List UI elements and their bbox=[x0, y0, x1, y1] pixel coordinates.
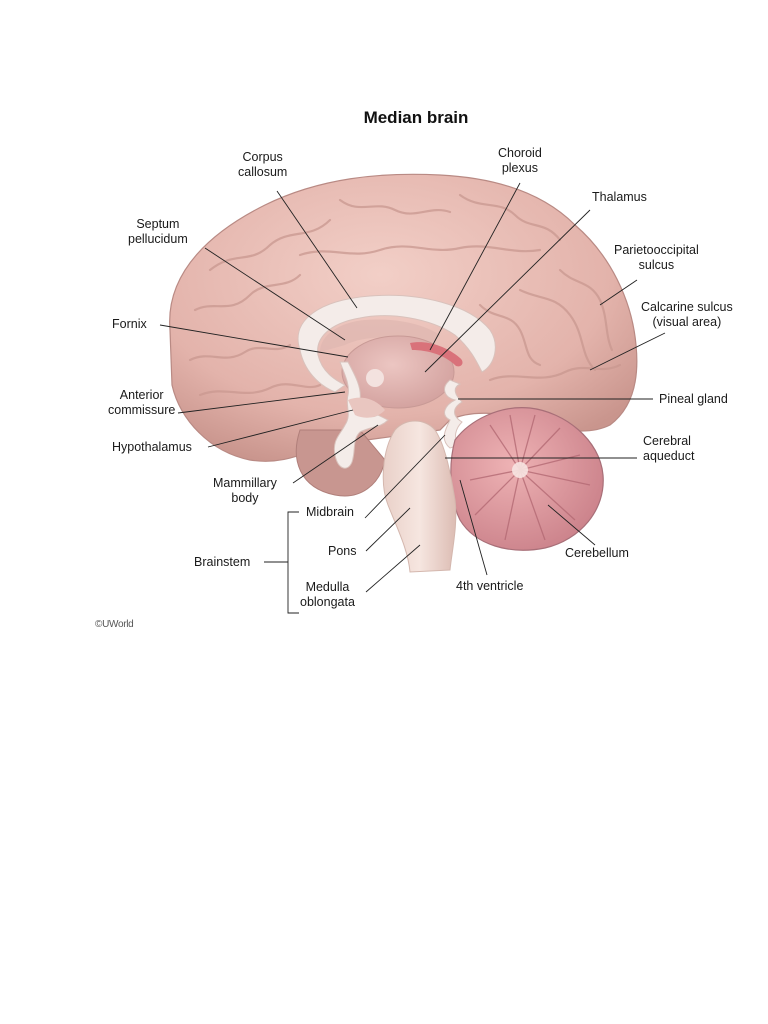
brainstem bbox=[382, 420, 457, 573]
leader-lines bbox=[159, 182, 666, 614]
label-brainstem: Brainstem bbox=[194, 555, 251, 569]
choroid-plexus bbox=[410, 342, 463, 367]
cerebrum bbox=[169, 173, 638, 497]
label-fornix: Fornix bbox=[112, 317, 147, 331]
cerebellum bbox=[450, 407, 604, 551]
thalamus bbox=[341, 335, 455, 409]
label-pineal-gland: Pineal gland bbox=[659, 392, 728, 406]
copyright: ©UWorld bbox=[95, 619, 134, 630]
label-midbrain: Midbrain bbox=[306, 505, 354, 519]
label-4th-ventricle: 4th ventricle bbox=[456, 579, 524, 593]
label-hypothalamus: Hypothalamus bbox=[112, 440, 192, 454]
label-pons: Pons bbox=[328, 544, 357, 558]
diagram-title: Median brain bbox=[363, 108, 469, 127]
label-thalamus: Thalamus bbox=[592, 190, 647, 204]
hypothalamus bbox=[348, 397, 385, 418]
label-cerebellum: Cerebellum bbox=[565, 546, 629, 560]
label-calcarine-sulcus: Calcarine sulcus(visual area) bbox=[641, 300, 733, 329]
